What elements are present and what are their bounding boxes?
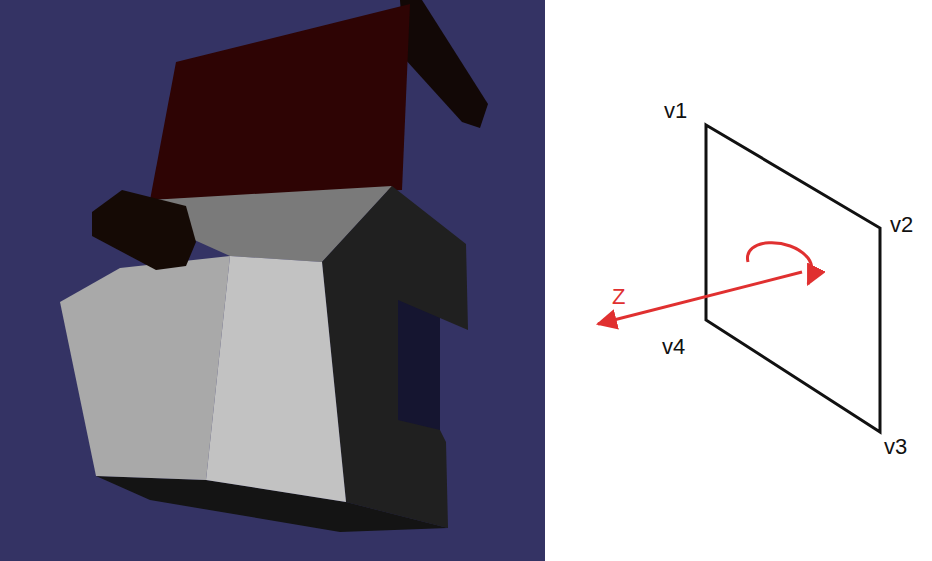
model-arm-left xyxy=(92,190,196,270)
vertex-label: v4 xyxy=(662,336,685,358)
rendered-model xyxy=(0,0,545,561)
model-top-face xyxy=(150,4,410,200)
model-left-face xyxy=(60,256,230,480)
render-background xyxy=(0,0,545,561)
z-axis-arrow xyxy=(598,272,802,324)
vertex-label: v2 xyxy=(890,214,913,236)
vertex-label: v1 xyxy=(664,100,687,122)
model-front-face xyxy=(206,256,346,502)
axis-label: Z xyxy=(612,286,625,308)
rotation-arrow xyxy=(747,243,811,284)
quad-diagram xyxy=(598,125,880,432)
model-notch xyxy=(398,300,440,430)
model-right-face xyxy=(322,186,468,528)
vertex-label: v3 xyxy=(884,436,907,458)
model-arm-right xyxy=(400,0,488,128)
quad-outline xyxy=(706,125,880,432)
